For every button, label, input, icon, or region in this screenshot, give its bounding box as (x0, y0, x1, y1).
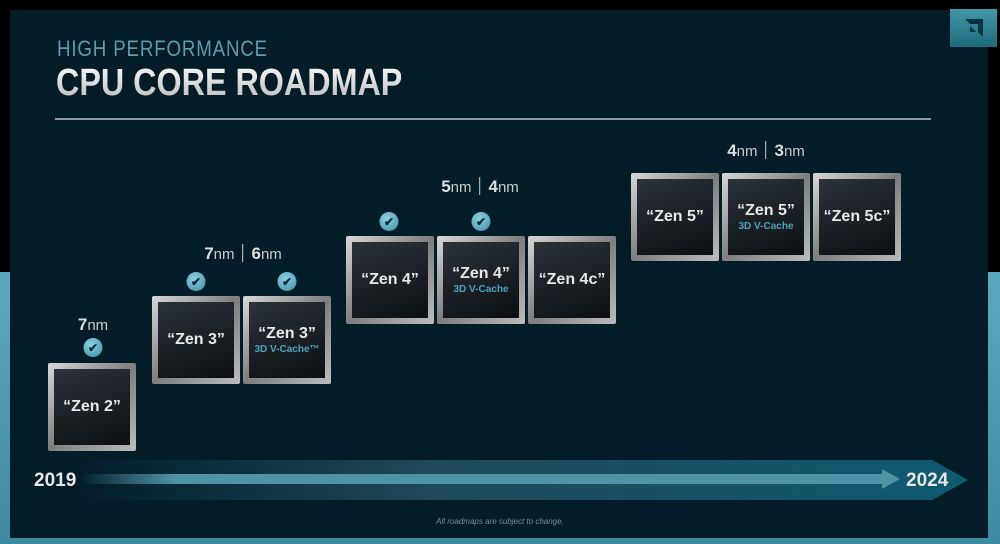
subtitle: HIGH PERFORMANCE (57, 36, 269, 61)
chip-zen4-vcache: “Zen 4”3D V-Cache (437, 236, 525, 324)
page-title: CPU CORE ROADMAP (56, 62, 403, 104)
amd-arrow-icon (964, 19, 983, 37)
chip-zen5-vcache: “Zen 5”3D V-Cache (722, 173, 810, 261)
footnote: All roadmaps are subject to change. (436, 517, 564, 526)
chip-zen4: “Zen 4” (346, 236, 434, 324)
timeline-arrow (80, 474, 885, 484)
check-icon: ✔ (277, 272, 297, 291)
amd-logo (950, 9, 997, 47)
chip-zen5c: “Zen 5c” (813, 173, 901, 261)
check-icon: ✔ (379, 212, 399, 231)
chip-zen2: “Zen 2” (48, 363, 136, 451)
divider (55, 118, 931, 120)
arrow-right-icon (882, 469, 900, 489)
check-icon: ✔ (83, 338, 103, 357)
check-icon: ✔ (471, 212, 491, 231)
chip-zen4c: “Zen 4c” (528, 236, 616, 324)
process-node-label: 7nm (77, 315, 109, 334)
chip-zen3-vcache: “Zen 3”3D V-Cache™ (243, 296, 331, 384)
chip-zen3: “Zen 3” (152, 296, 240, 384)
chip-zen5: “Zen 5” (631, 173, 719, 261)
timeline-start-year: 2019 (34, 470, 77, 491)
check-icon: ✔ (186, 272, 206, 291)
timeline-end-year: 2024 (906, 470, 949, 491)
